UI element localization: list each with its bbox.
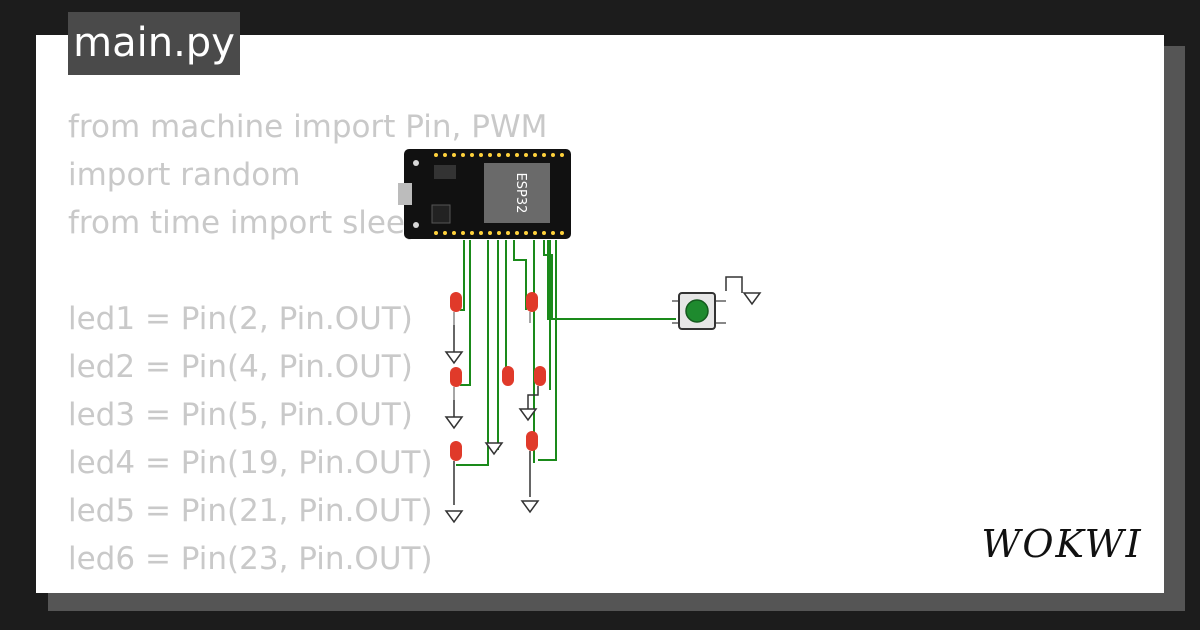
file-tab[interactable]: main.py — [68, 12, 240, 75]
esp32-board[interactable]: ESP32 — [398, 149, 571, 239]
code-line: from time import sleep — [68, 205, 425, 241]
esp32-chip — [484, 163, 550, 223]
code-line: led3 = Pin(5, Pin.OUT) — [68, 397, 413, 433]
code-line: led7 = Pin(18, Pin.OUT) — [68, 583, 547, 593]
code-line: led1 = Pin(2, Pin.OUT) — [68, 301, 413, 337]
code-preview: from machine import Pin, PWM import rand… — [68, 103, 547, 593]
led-4[interactable] — [502, 366, 514, 386]
ground-icon — [444, 276, 762, 524]
led-3[interactable] — [450, 367, 462, 400]
usb-port — [398, 183, 412, 205]
chip-label: ESP32 — [513, 173, 528, 214]
simulator-canvas: from machine import Pin, PWM import rand… — [36, 35, 1164, 593]
circuit-diagram: ESP32 — [398, 149, 762, 524]
wires — [456, 240, 676, 466]
code-line: led5 = Pin(21, Pin.OUT) — [68, 493, 433, 529]
push-button[interactable] — [672, 292, 726, 330]
code-line: import random — [68, 157, 301, 193]
led-6[interactable] — [450, 441, 462, 505]
led-7[interactable] — [526, 431, 538, 497]
code-line: from machine import Pin, PWM — [68, 109, 548, 145]
wokwi-logo: WOKWI — [981, 522, 1142, 566]
code-line: led6 = Pin(23, Pin.OUT) — [68, 541, 433, 577]
led-5[interactable] — [527, 366, 546, 405]
led-2[interactable] — [526, 292, 538, 323]
led-1[interactable] — [450, 292, 462, 325]
code-line: led2 = Pin(4, Pin.OUT) — [68, 349, 413, 385]
wokwi-logo-text: WOKWI — [981, 522, 1142, 566]
code-line: led4 = Pin(19, Pin.OUT) — [68, 445, 433, 481]
